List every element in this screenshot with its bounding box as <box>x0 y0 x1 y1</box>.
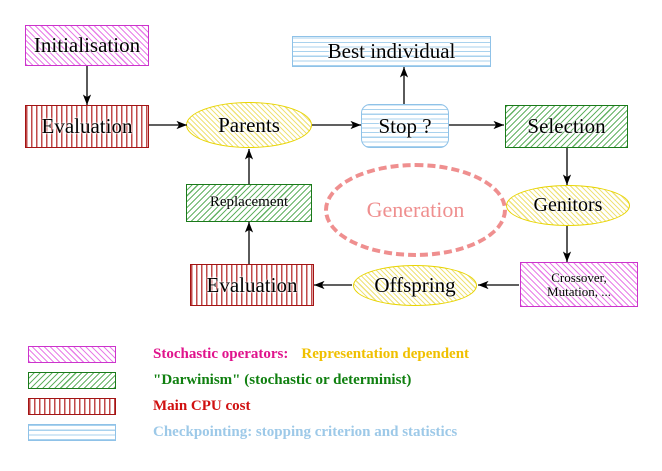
node-initialisation[interactable]: Initialisation <box>25 25 149 66</box>
legend-text-checkpointing: Checkpointing: stopping criterion and st… <box>153 424 458 440</box>
node-selection-label: Selection <box>527 114 606 139</box>
legend-row-checkpointing: Checkpointing: stopping criterion and st… <box>28 424 457 441</box>
legend-text-main-cpu-cost: Main CPU cost <box>153 398 251 414</box>
node-offspring-label: Offspring <box>374 273 456 298</box>
node-genitors[interactable]: Genitors <box>506 185 630 226</box>
node-crossover-label-line2: Mutation, ... <box>547 283 611 299</box>
node-evaluation-top-label: Evaluation <box>41 114 133 139</box>
node-parents-label: Parents <box>218 112 280 137</box>
node-evaluation-bottom[interactable]: Evaluation <box>190 264 314 306</box>
node-replacement-label: Replacement <box>209 194 289 211</box>
node-best-individual[interactable]: Best individual <box>292 36 491 67</box>
legend-swatch-blue-horizontal-hatch-icon <box>28 424 116 441</box>
legend-text-stochastic-operators: Stochastic operators: Representation depe… <box>153 346 469 363</box>
node-evaluation-top[interactable]: Evaluation <box>25 105 149 148</box>
node-generation-cycle: Generation <box>324 163 507 257</box>
node-evaluation-bottom-label: Evaluation <box>206 272 298 297</box>
legend-row-stochastic-operators: Stochastic operators: Representation depe… <box>28 346 469 363</box>
node-initialisation-label: Initialisation <box>33 33 141 58</box>
legend-swatch-magenta-diagonal-hatch-icon <box>28 346 116 363</box>
node-genitors-label: Genitors <box>533 194 603 216</box>
node-crossover-label-line1: Crossover, <box>551 269 607 285</box>
node-parents[interactable]: Parents <box>186 102 312 148</box>
node-crossover-mutation[interactable]: Crossover, Mutation, ... <box>520 262 638 307</box>
legend-text-darwinism: "Darwinism" (stochastic or determinist) <box>153 372 412 388</box>
legend-row-darwinism: "Darwinism" (stochastic or determinist) <box>28 372 411 389</box>
node-offspring[interactable]: Offspring <box>353 265 477 306</box>
node-stop[interactable]: Stop ? <box>361 104 449 148</box>
legend-text-stochastic-operators-primary: Stochastic operators: <box>153 346 289 362</box>
node-stop-label: Stop ? <box>378 113 432 138</box>
legend-row-main-cpu-cost: Main CPU cost <box>28 398 251 415</box>
legend-swatch-red-vertical-hatch-icon <box>28 398 116 415</box>
legend-swatch-green-diagonal-hatch-icon <box>28 372 116 389</box>
node-selection[interactable]: Selection <box>505 105 628 148</box>
legend-text-stochastic-operators-secondary: Representation dependent <box>301 346 470 362</box>
node-best-individual-label: Best individual <box>327 39 456 64</box>
node-replacement[interactable]: Replacement <box>186 184 312 222</box>
node-generation-label: Generation <box>366 197 465 222</box>
